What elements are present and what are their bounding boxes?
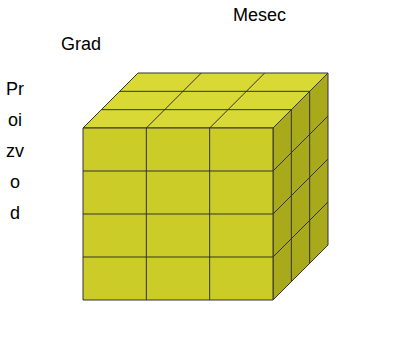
axis-label-vertical: Proizvod (6, 74, 24, 229)
grid-line (83, 257, 273, 258)
cube-grid (83, 73, 328, 300)
grid-line (291, 110, 292, 282)
grid-line (273, 202, 328, 257)
cube-front-face (83, 128, 273, 300)
grid-line (120, 91, 310, 92)
grid-line (146, 73, 201, 128)
grid-line (210, 73, 265, 128)
grid-line (83, 214, 273, 215)
grid-line (309, 91, 310, 263)
grid-line (101, 109, 291, 110)
axis-label: Grad (61, 34, 101, 55)
grid-line (273, 116, 328, 171)
cube-right-face (273, 73, 328, 300)
grid-line (83, 171, 273, 172)
grid-line (273, 159, 328, 214)
axis-label: Mesec (233, 5, 286, 26)
